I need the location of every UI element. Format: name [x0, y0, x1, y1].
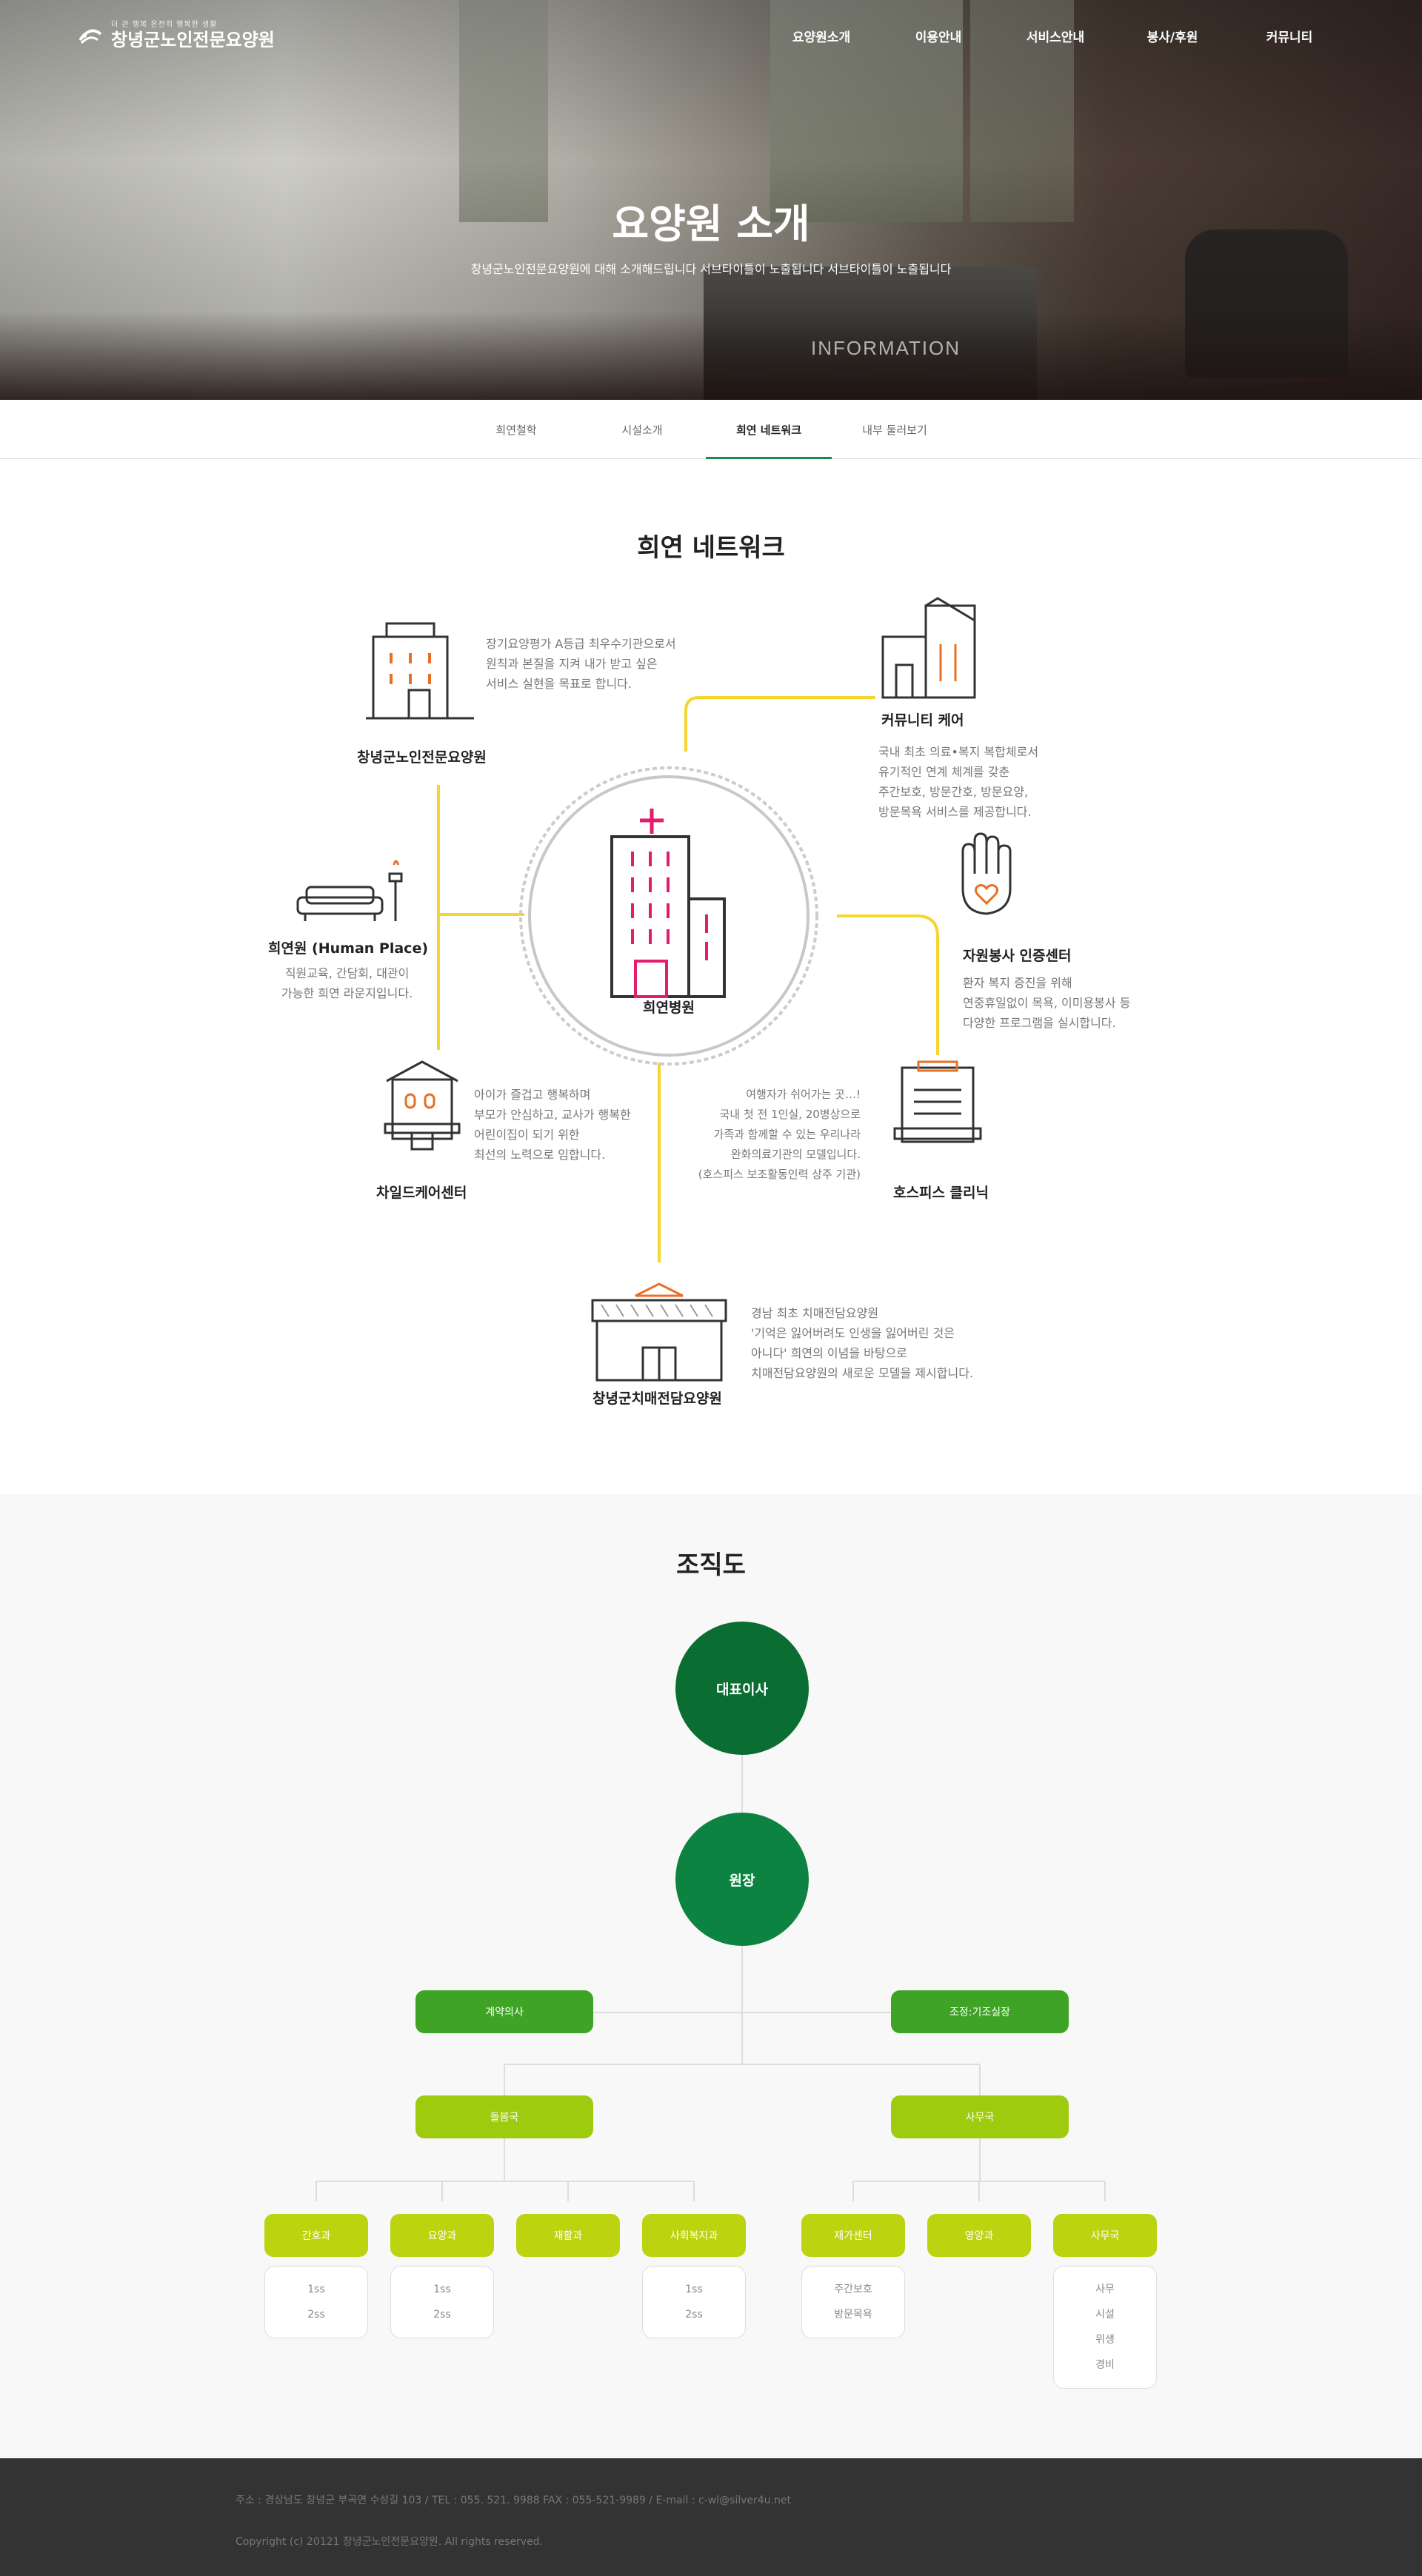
- logo-slogan: 더 큰 행복 온전히 행복한 생활: [111, 21, 218, 29]
- center-label: 희연병원: [643, 1000, 695, 1016]
- sub-nav: 희연철학 시설소개 희연 네트워크 내부 둘러보기: [0, 400, 1422, 459]
- org-advisor: 계약의사: [415, 1990, 593, 2033]
- org-section: 조직도 대표이사 원장 계약의사 조정:기조실장 돌봄국 사무국 간호과 1ss…: [0, 1494, 1422, 2458]
- node-label-yoyangwon: 창녕군노인전문요양원: [357, 749, 487, 766]
- hero-banner: INFORMATION 더 큰 행복 온전히 행복한 생활 창녕군노인전문요양원…: [0, 0, 1422, 400]
- nav-item-service[interactable]: 서비스안내: [1026, 30, 1085, 45]
- node-label-human: 희연원 (Human Place): [268, 940, 429, 957]
- hero-window: [459, 0, 548, 222]
- tab-facility[interactable]: 시설소개: [621, 424, 663, 437]
- org-dept-office: 사무국: [891, 2095, 1069, 2138]
- org-team: 사무국: [1053, 2214, 1157, 2257]
- page-subtitle: 창녕군노인전문요양원에 대해 소개해드립니다 서브타이틀이 노출됩니다 서브타이…: [470, 262, 952, 276]
- nav-item-community[interactable]: 커뮤니티: [1266, 30, 1313, 45]
- storefront-icon: [591, 1282, 727, 1382]
- clinic-icon: [893, 1060, 982, 1143]
- org-ceo: 대표이사: [675, 1622, 809, 1755]
- node-label-community: 커뮤니티 케어: [881, 712, 964, 729]
- org-team: 사회복지과: [642, 2214, 746, 2257]
- org-dept-care: 돌봄국: [415, 2095, 593, 2138]
- org-team: 재활과: [516, 2214, 620, 2257]
- building-icon: [366, 622, 474, 720]
- hero-window: [770, 0, 963, 222]
- tab-philosophy[interactable]: 희연철학: [495, 424, 537, 437]
- hero-sign: INFORMATION: [811, 337, 961, 359]
- hero-floor: [0, 311, 1422, 400]
- org-team: 간호과: [264, 2214, 368, 2257]
- hero-overlay: [0, 0, 1422, 400]
- org-coordinator: 조정:기조실장: [891, 1990, 1069, 2033]
- footer-address: 주소 : 경상남도 창녕군 부곡면 수성길 103 / TEL : 055. 5…: [236, 2495, 791, 2506]
- tab-tour[interactable]: 내부 둘러보기: [862, 424, 927, 437]
- footer: 주소 : 경상남도 창녕군 부곡면 수성길 103 / TEL : 055. 5…: [0, 2458, 1422, 2576]
- sofa-icon: [296, 860, 403, 921]
- center-ring-outer: [519, 766, 818, 1065]
- network-title: 희연 네트워크: [637, 533, 785, 563]
- node-label-hospice: 호스피스 클리닉: [893, 1185, 989, 1201]
- nav-item-volunteer[interactable]: 봉사/후원: [1146, 30, 1198, 45]
- tab-network[interactable]: 희연 네트워크: [706, 422, 832, 459]
- hand-heart-icon: [961, 832, 1012, 915]
- org-director: 원장: [675, 1813, 809, 1946]
- network-diagram: [296, 597, 1012, 1382]
- hospital-icon: [610, 809, 726, 998]
- org-title: 조직도: [676, 1550, 746, 1580]
- node-label-volunteer: 자원봉사 인증센터: [963, 948, 1072, 964]
- footer-copyright: Copyright (c) 20121 창녕군노인전문요양원. All righ…: [236, 2536, 544, 2548]
- logo-icon: [79, 29, 102, 44]
- hero-window: [970, 0, 1074, 222]
- nav-item-guide[interactable]: 이용안내: [915, 30, 962, 45]
- node-label-child: 차일드케어센터: [376, 1185, 467, 1201]
- org-team: 요양과: [390, 2214, 494, 2257]
- network-connectors: [437, 696, 939, 1262]
- page-title: 요양원 소개: [612, 201, 810, 247]
- org-team: 영양과: [927, 2214, 1031, 2257]
- house-icon: [384, 1060, 461, 1151]
- logo-name: 창녕군노인전문요양원: [111, 30, 275, 50]
- logo[interactable]: 더 큰 행복 온전히 행복한 생활 창녕군노인전문요양원: [76, 21, 275, 50]
- org-team: 재가센터: [801, 2214, 905, 2257]
- nav-item-about[interactable]: 요양원소개: [792, 30, 851, 45]
- network-section: 희연 네트워크: [0, 459, 1422, 1496]
- community-building-icon: [881, 597, 976, 699]
- node-label-dementia: 창녕군치매전담요양원: [592, 1391, 722, 1407]
- main-nav: 요양원소개 이용안내 서비스안내 봉사/후원 커뮤니티: [763, 27, 1348, 45]
